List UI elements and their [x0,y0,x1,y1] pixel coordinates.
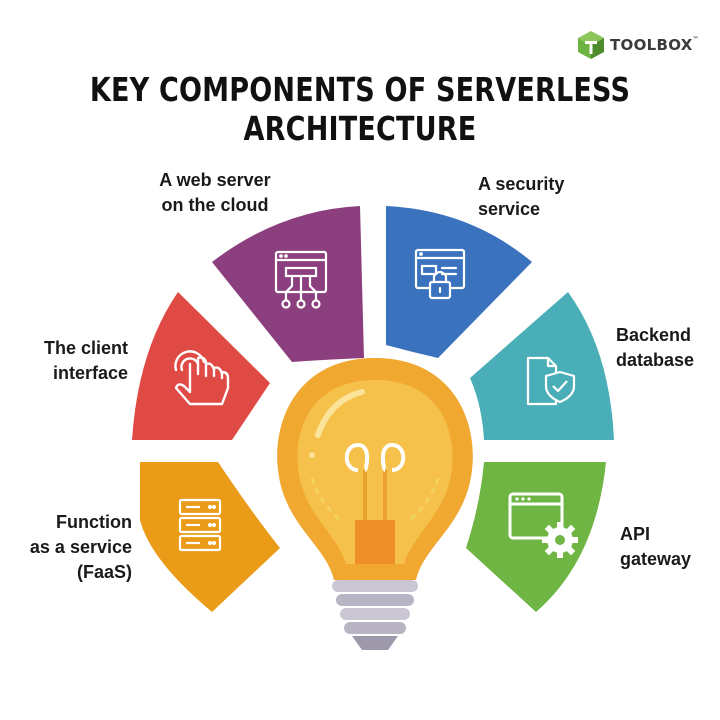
label-line: on the cloud [161,195,269,215]
label-line: database [616,350,695,370]
logo-wordmark: TOOLBOX™ [610,36,699,54]
label-line: API [620,524,651,544]
light-bulb [277,358,473,650]
toolbox-logo: TOOLBOX™ [576,30,699,60]
label-line: service [478,199,541,219]
label-line: (FaaS) [76,562,132,582]
browser-gear-icon [508,492,578,558]
label-api-gateway: API gateway [620,522,691,572]
toolbox-cube-icon [578,31,604,59]
label-web-server: A web server on the cloud [150,168,280,218]
label-line: A security [478,174,565,194]
label-faas: Function as a service (FaaS) [20,510,132,585]
server-stack-icon [178,498,222,552]
label-line: The client [43,338,128,358]
segment-client [132,292,270,440]
database-document-icon [526,356,576,406]
label-security: A security service [478,172,564,222]
label-line: Backend [616,325,692,345]
label-client-interface: The client interface [30,336,128,386]
label-line: interface [52,363,128,383]
touch-hand-icon [174,350,230,406]
page-title: KEY COMPONENTS OF SERVERLESS ARCHITECTUR… [89,70,631,148]
segment-web-server [212,206,364,362]
label-line: as a service [29,537,132,557]
security-lock-icon [414,248,466,300]
web-server-icon [274,250,328,309]
label-line: Function [56,512,132,532]
label-line: A web server [159,170,271,190]
segment-backend [470,292,614,440]
segment-security [386,206,532,358]
label-line: gateway [620,549,692,569]
label-backend-database: Backend database [616,323,694,373]
